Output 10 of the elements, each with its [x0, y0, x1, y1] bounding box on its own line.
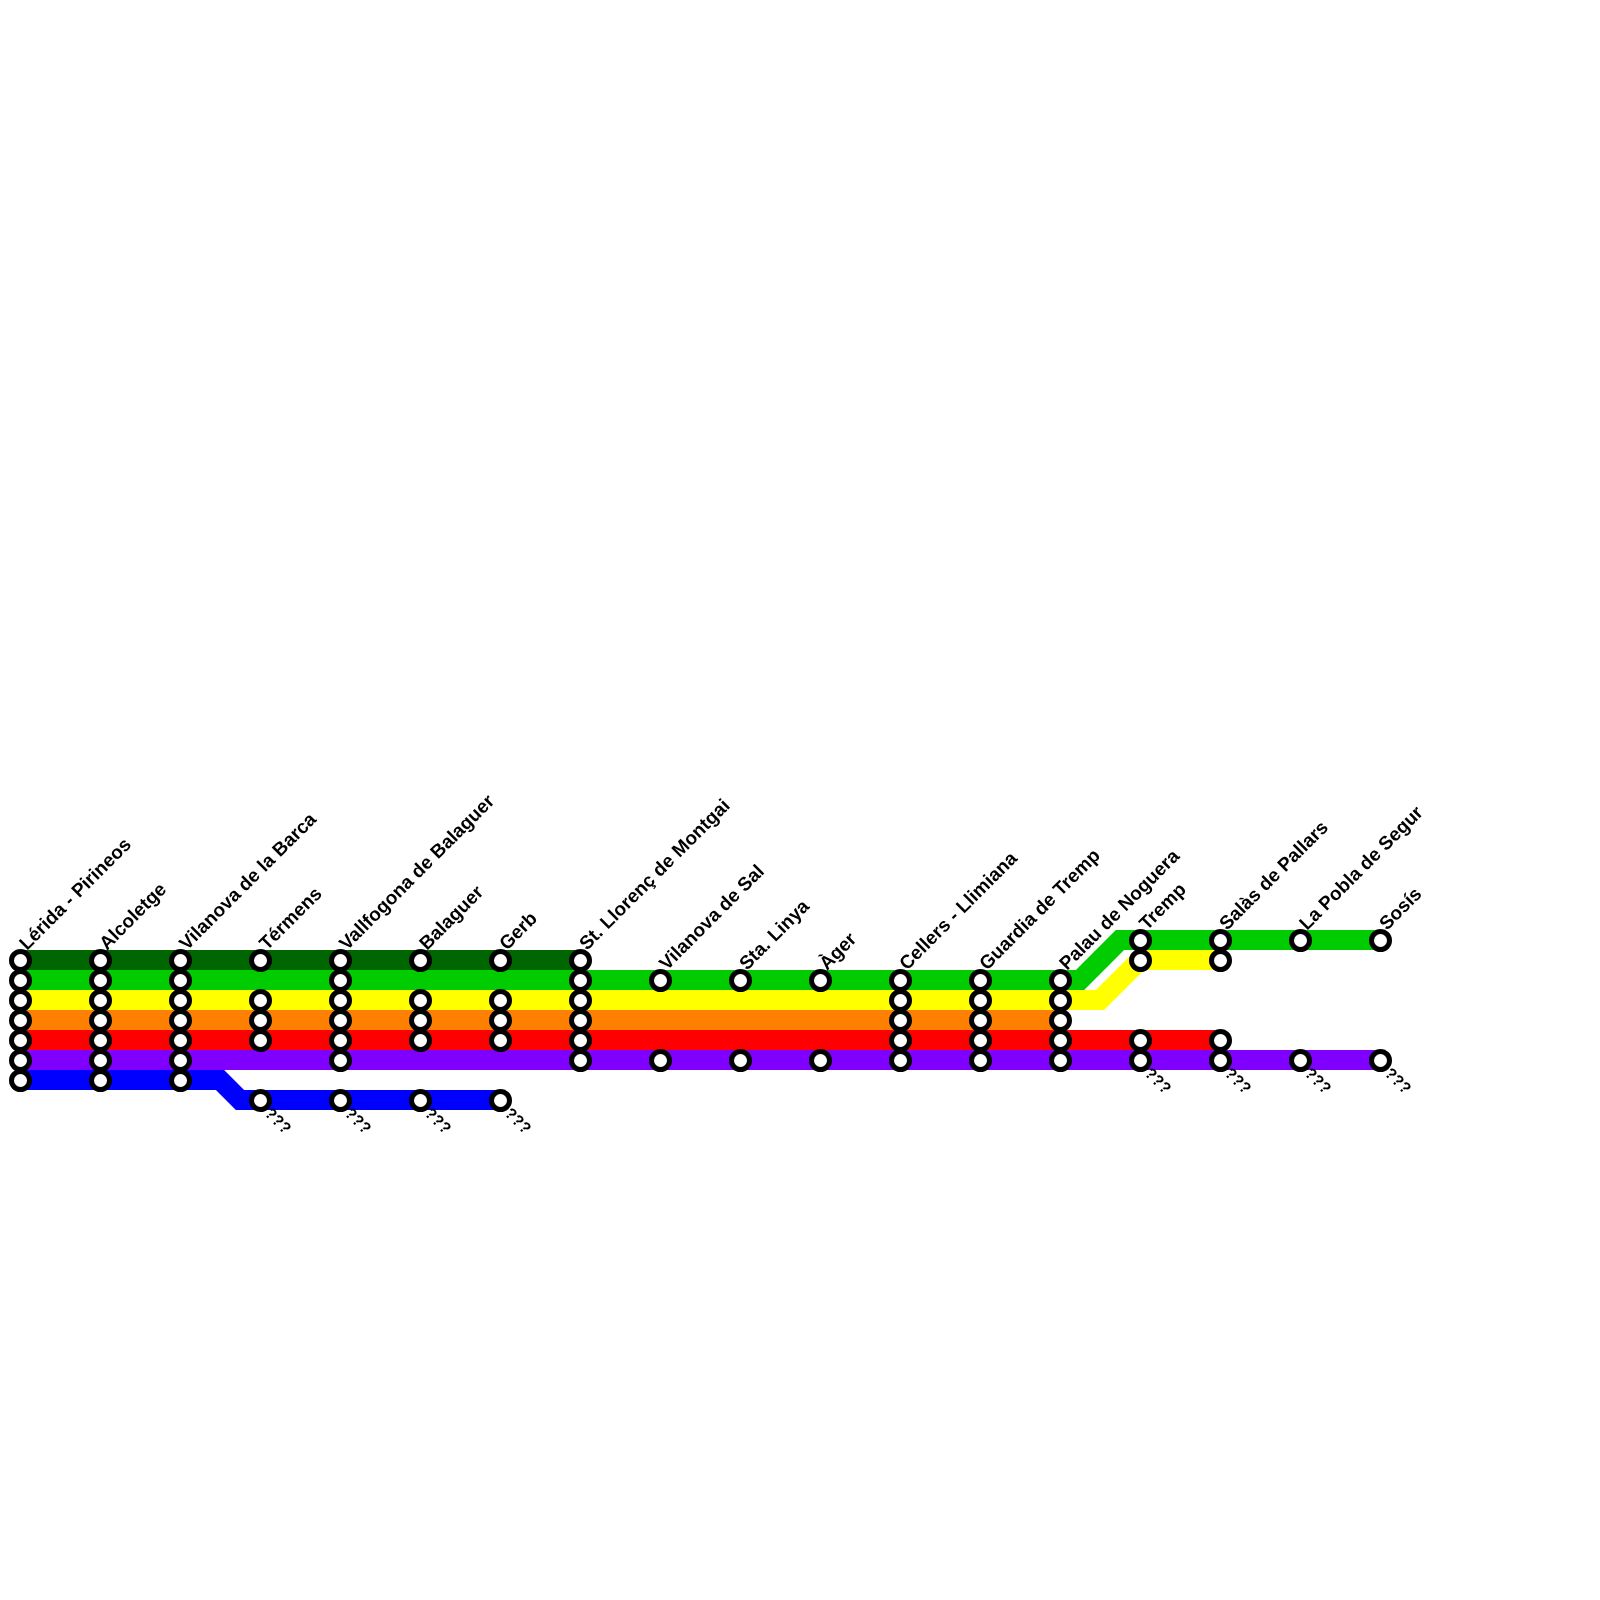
station-label: ??? [1381, 1065, 1414, 1098]
station-label: ??? [421, 1105, 454, 1138]
station-label: ??? [1221, 1065, 1254, 1098]
station-label: ??? [501, 1105, 534, 1138]
station-label: ??? [1301, 1065, 1334, 1098]
station-label: ??? [261, 1105, 294, 1138]
station-label: ??? [1141, 1065, 1174, 1098]
station-marker [8, 948, 32, 972]
station-marker [8, 1068, 32, 1092]
station-label: ??? [341, 1105, 374, 1138]
